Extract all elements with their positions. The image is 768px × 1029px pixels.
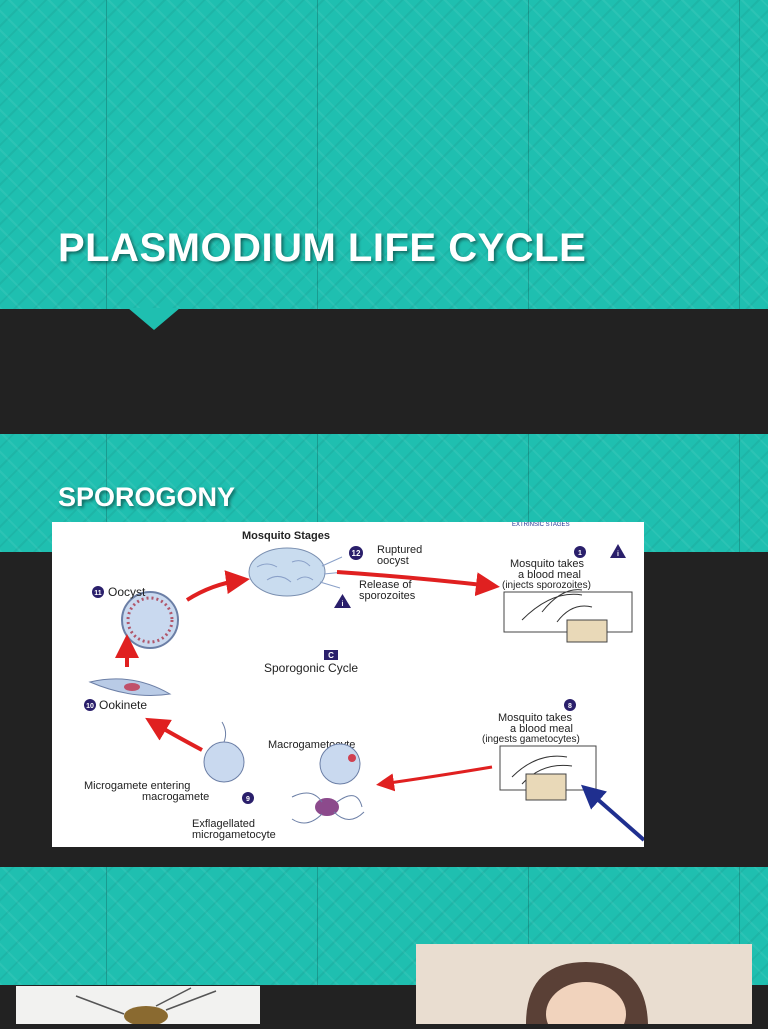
stage-12-line2: oocyst: [377, 555, 409, 567]
arrow-stage-8-to-gametocytes: [376, 765, 493, 792]
slide1-header-band: [0, 0, 768, 309]
slide2-title: SPOROGONY: [58, 482, 236, 512]
stage-1-line3: (injects sporozoites): [502, 580, 591, 591]
person-illustration: [416, 944, 752, 1029]
stage-11-badge: [92, 586, 104, 598]
mosquito-ingesting-icon: [499, 745, 597, 801]
stage-8-line3: (ingests gametocytes): [482, 734, 580, 745]
stage-1-triangle-icon: [610, 544, 626, 558]
stage-1-line2: a blood meal: [518, 569, 581, 581]
stage-8-number: 8: [568, 703, 572, 710]
arrow-to-stage-1: [336, 570, 500, 597]
stage-8-line1: Mosquito takes: [498, 712, 572, 724]
microgamete-line1: Microgamete entering: [84, 780, 190, 792]
exflagellated-line1: Exflagellated: [192, 818, 255, 830]
stage-10-badge: [84, 699, 96, 711]
oocyst-icon: [121, 591, 179, 649]
title-notch: [128, 308, 180, 330]
stage-8-line2: a blood meal: [510, 723, 573, 735]
stage-10-label: Ookinete: [99, 698, 147, 712]
stage-10-number: 10: [86, 703, 94, 710]
release-line1: Release of: [359, 579, 413, 591]
exflagellated-microgametocyte-icon: [291, 792, 365, 824]
diagram-svg: Mosquito Stages EXTRINSIC STAGES 12 Rupt…: [84, 522, 646, 842]
slide1-body: [0, 309, 768, 432]
top-right-partial: EXTRINSIC STAGES: [512, 522, 570, 528]
arrow-oocyst-to-ruptured: [185, 570, 250, 602]
diagram-header: Mosquito Stages: [242, 530, 330, 542]
arrow-blue-incoming: [580, 784, 646, 842]
mosquito-feeding-icon: [503, 589, 633, 643]
center-label: Sporogonic Cycle: [264, 661, 358, 675]
microgamete-line2: macrogamete: [142, 791, 209, 803]
slide3-header-band: [0, 867, 768, 985]
exflagellated-line2: microgametocyte: [192, 829, 276, 841]
slide1-title: PLASMODIUM LIFE CYCLE: [58, 226, 587, 270]
microgamete-entering-icon: [203, 741, 245, 783]
center-badge-letter: C: [328, 651, 334, 660]
person-illustration-icon: [526, 962, 648, 1029]
stage-8-badge: [564, 699, 576, 711]
stage-1-line1: Mosquito takes: [510, 558, 584, 570]
stage-1-i-label: i: [617, 551, 619, 558]
release-line2: sporozoites: [359, 590, 416, 602]
stage-11-number: 11: [94, 590, 102, 597]
stage-1-number: 1: [578, 550, 582, 557]
sporogony-diagram: Mosquito Stages EXTRINSIC STAGES 12 Rupt…: [52, 522, 646, 847]
infective-stage-triangle-icon: [334, 594, 351, 608]
mosquito-photo-icon: [75, 987, 217, 1026]
stage-12-badge: [349, 546, 363, 560]
stage-1-badge: [574, 546, 586, 558]
center-badge: [324, 650, 338, 660]
mosquito-photo: [16, 986, 260, 1026]
arrow-to-ookinete: [145, 717, 203, 752]
stage-12-number: 12: [352, 549, 361, 558]
stage-12-line1: Ruptured: [377, 544, 422, 556]
ruptured-oocyst-icon: [248, 547, 345, 597]
stage-9-number: 9: [246, 796, 250, 803]
stage-11-label: Oocyst: [108, 585, 146, 599]
infective-i-label: i: [342, 601, 344, 608]
macrogametocyte-icon: [319, 743, 361, 785]
stage-9-badge: [242, 792, 254, 804]
